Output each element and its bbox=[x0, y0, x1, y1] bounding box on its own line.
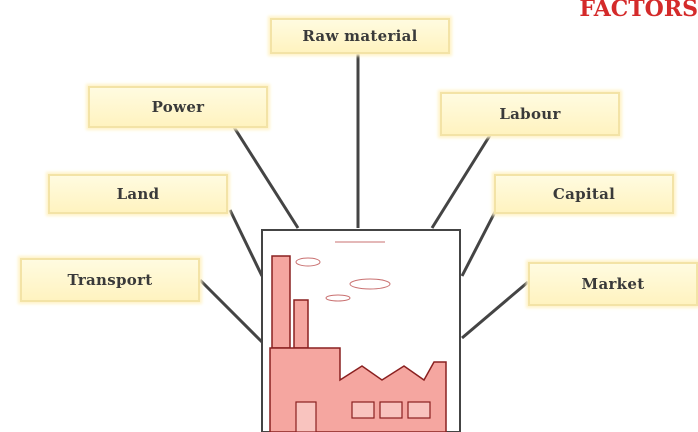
factory-window bbox=[379, 401, 403, 419]
connector-market bbox=[461, 280, 529, 340]
label-land: Land bbox=[48, 174, 228, 214]
label-power: Power bbox=[88, 86, 268, 128]
label-market-text: Market bbox=[581, 275, 645, 293]
connector-labour bbox=[430, 131, 494, 229]
factory-door bbox=[295, 401, 317, 432]
label-labour: Labour bbox=[440, 92, 620, 136]
connector-land bbox=[228, 209, 264, 277]
label-transport-text: Transport bbox=[67, 271, 153, 289]
connector-transport bbox=[198, 278, 264, 344]
label-power-text: Power bbox=[151, 98, 205, 116]
label-capital: Capital bbox=[494, 174, 674, 214]
connector-power bbox=[230, 123, 300, 229]
label-transport: Transport bbox=[20, 258, 200, 302]
chimney-tall bbox=[271, 255, 291, 349]
label-raw-material-text: Raw material bbox=[302, 27, 418, 45]
factory-window bbox=[407, 401, 431, 419]
diagram-heading: FACTORS bbox=[579, 0, 698, 22]
label-labour-text: Labour bbox=[499, 105, 561, 123]
connector-capital bbox=[460, 209, 498, 277]
label-market: Market bbox=[528, 262, 698, 306]
label-land-text: Land bbox=[116, 185, 160, 203]
label-capital-text: Capital bbox=[552, 185, 616, 203]
smoke-cloud bbox=[349, 278, 391, 290]
factory-window bbox=[351, 401, 375, 419]
label-raw-material: Raw material bbox=[270, 18, 450, 54]
chimney-short bbox=[293, 299, 309, 349]
